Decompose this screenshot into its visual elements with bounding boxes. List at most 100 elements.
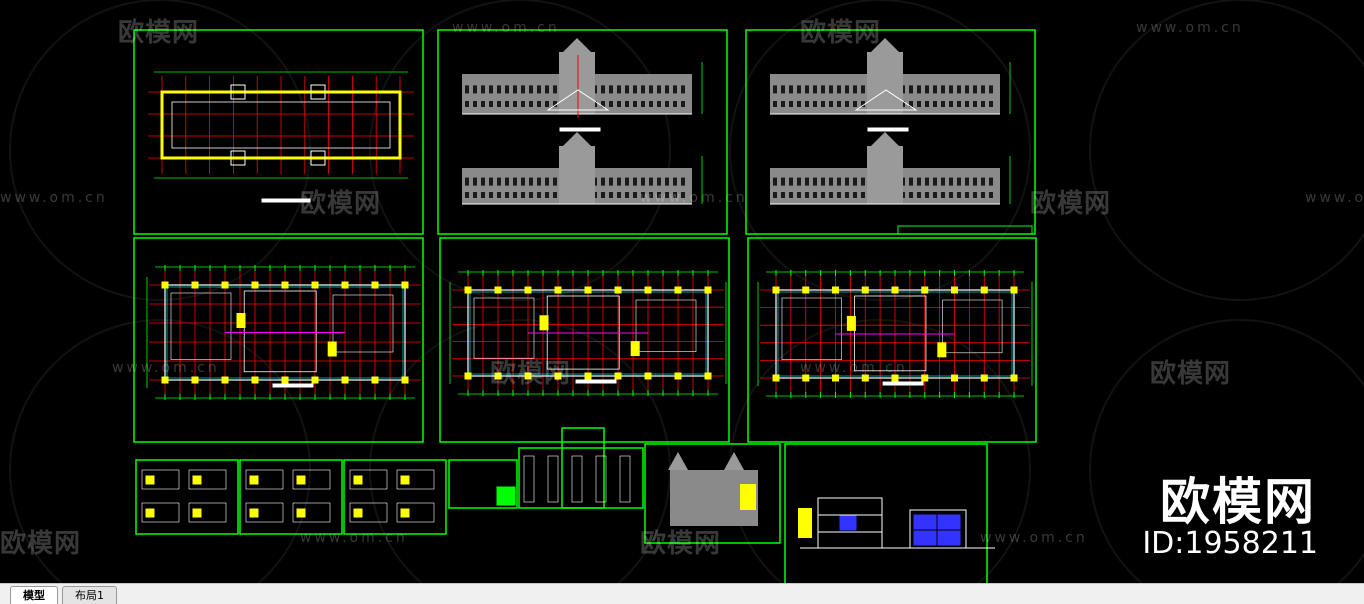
facade-window — [773, 85, 777, 94]
structural-column — [191, 376, 199, 384]
facade-window — [941, 85, 945, 94]
facade-window — [625, 85, 629, 94]
facade-window — [829, 85, 833, 94]
tab-layout-1[interactable]: 布局1 — [62, 586, 117, 604]
structural-column — [401, 281, 409, 289]
facade-window — [797, 85, 801, 94]
facade-window — [505, 101, 509, 107]
structural-column — [1010, 286, 1018, 294]
facade-window — [957, 85, 961, 94]
facade-window — [481, 192, 485, 198]
drawing-sheet-frame — [644, 443, 781, 544]
drawing-sheet-frame — [133, 29, 424, 235]
facade-window — [481, 177, 485, 186]
facade-window — [497, 101, 501, 107]
watermark-arc — [1089, 0, 1364, 301]
facade-window — [553, 177, 557, 186]
facade-window — [521, 192, 525, 198]
room-outline — [781, 297, 842, 360]
facade-window — [989, 192, 993, 198]
structural-column — [772, 374, 780, 382]
facade-window — [681, 177, 685, 186]
facade-window — [957, 177, 961, 186]
room-outline — [332, 294, 394, 353]
facade-window — [537, 101, 541, 107]
structural-column — [644, 286, 652, 294]
facade-window — [965, 101, 969, 107]
facade-window — [989, 177, 993, 186]
tower-dome — [724, 452, 744, 470]
structural-column — [951, 374, 958, 382]
facade-window — [965, 85, 969, 94]
facade-window — [773, 192, 777, 198]
structural-column — [704, 286, 712, 294]
facade-window — [641, 177, 645, 186]
facade-window — [465, 177, 469, 186]
facade-window — [829, 101, 833, 107]
structural-column — [524, 372, 532, 380]
watermark-arc — [1089, 319, 1364, 583]
structural-column — [554, 372, 562, 380]
window-detail — [571, 455, 583, 503]
structural-column — [221, 281, 229, 289]
structural-column — [401, 376, 409, 384]
facade-window — [497, 177, 501, 186]
section-void — [839, 515, 857, 531]
facade-window — [665, 101, 669, 107]
facade-window — [845, 85, 849, 94]
facade-window — [649, 85, 653, 94]
facade-window — [545, 192, 549, 198]
tab-model[interactable]: 模型 — [10, 586, 58, 604]
facade-window — [513, 192, 517, 198]
structural-column — [371, 376, 379, 384]
facade-window — [641, 101, 645, 107]
facade-window — [797, 192, 801, 198]
facade-window — [949, 192, 953, 198]
facade-window — [821, 177, 825, 186]
facade-window — [925, 177, 929, 186]
facade-window — [909, 192, 913, 198]
stair-core — [846, 315, 856, 331]
detail-fill — [400, 508, 410, 518]
pediment — [546, 89, 610, 111]
facade-window — [537, 177, 541, 186]
facade-window — [521, 85, 525, 94]
facade-window — [529, 101, 533, 107]
drawing-sheet-frame — [784, 443, 988, 583]
watermark-arc — [9, 319, 311, 583]
structural-column — [832, 286, 839, 294]
facade-window — [941, 192, 945, 198]
structural-column — [371, 281, 379, 289]
facade-window — [617, 101, 621, 107]
facade-window — [981, 101, 985, 107]
facade-window — [989, 85, 993, 94]
window-detail — [619, 455, 631, 503]
tower-dome — [871, 38, 899, 52]
drawing-sheet-frame — [133, 237, 424, 443]
facade-window — [497, 85, 501, 94]
title-block — [897, 225, 1033, 235]
facade-window — [529, 85, 533, 94]
detail-drawing — [292, 502, 331, 523]
facade-window — [465, 192, 469, 198]
cad-model-space[interactable]: 欧模网 www.om.cn 欧模网 www.om.cn www.om.cn 欧模… — [0, 0, 1364, 583]
structural-column — [311, 376, 319, 384]
detail-drawing — [188, 469, 227, 490]
facade-window — [649, 177, 653, 186]
facade-window — [813, 192, 817, 198]
facade-window — [773, 101, 777, 107]
drawing-title-bar — [272, 383, 314, 388]
facade-window — [505, 177, 509, 186]
structural-column — [772, 286, 780, 294]
detail-sheet-frame — [239, 459, 343, 535]
facade-window — [949, 177, 953, 186]
facade-window — [657, 177, 661, 186]
pediment — [854, 89, 918, 111]
structural-column — [704, 372, 712, 380]
facade-window — [861, 101, 865, 107]
detail-sheet-frame — [448, 459, 518, 509]
facade-window — [837, 101, 841, 107]
facade-window — [673, 192, 677, 198]
stair-core — [937, 342, 947, 358]
facade-window — [489, 101, 493, 107]
